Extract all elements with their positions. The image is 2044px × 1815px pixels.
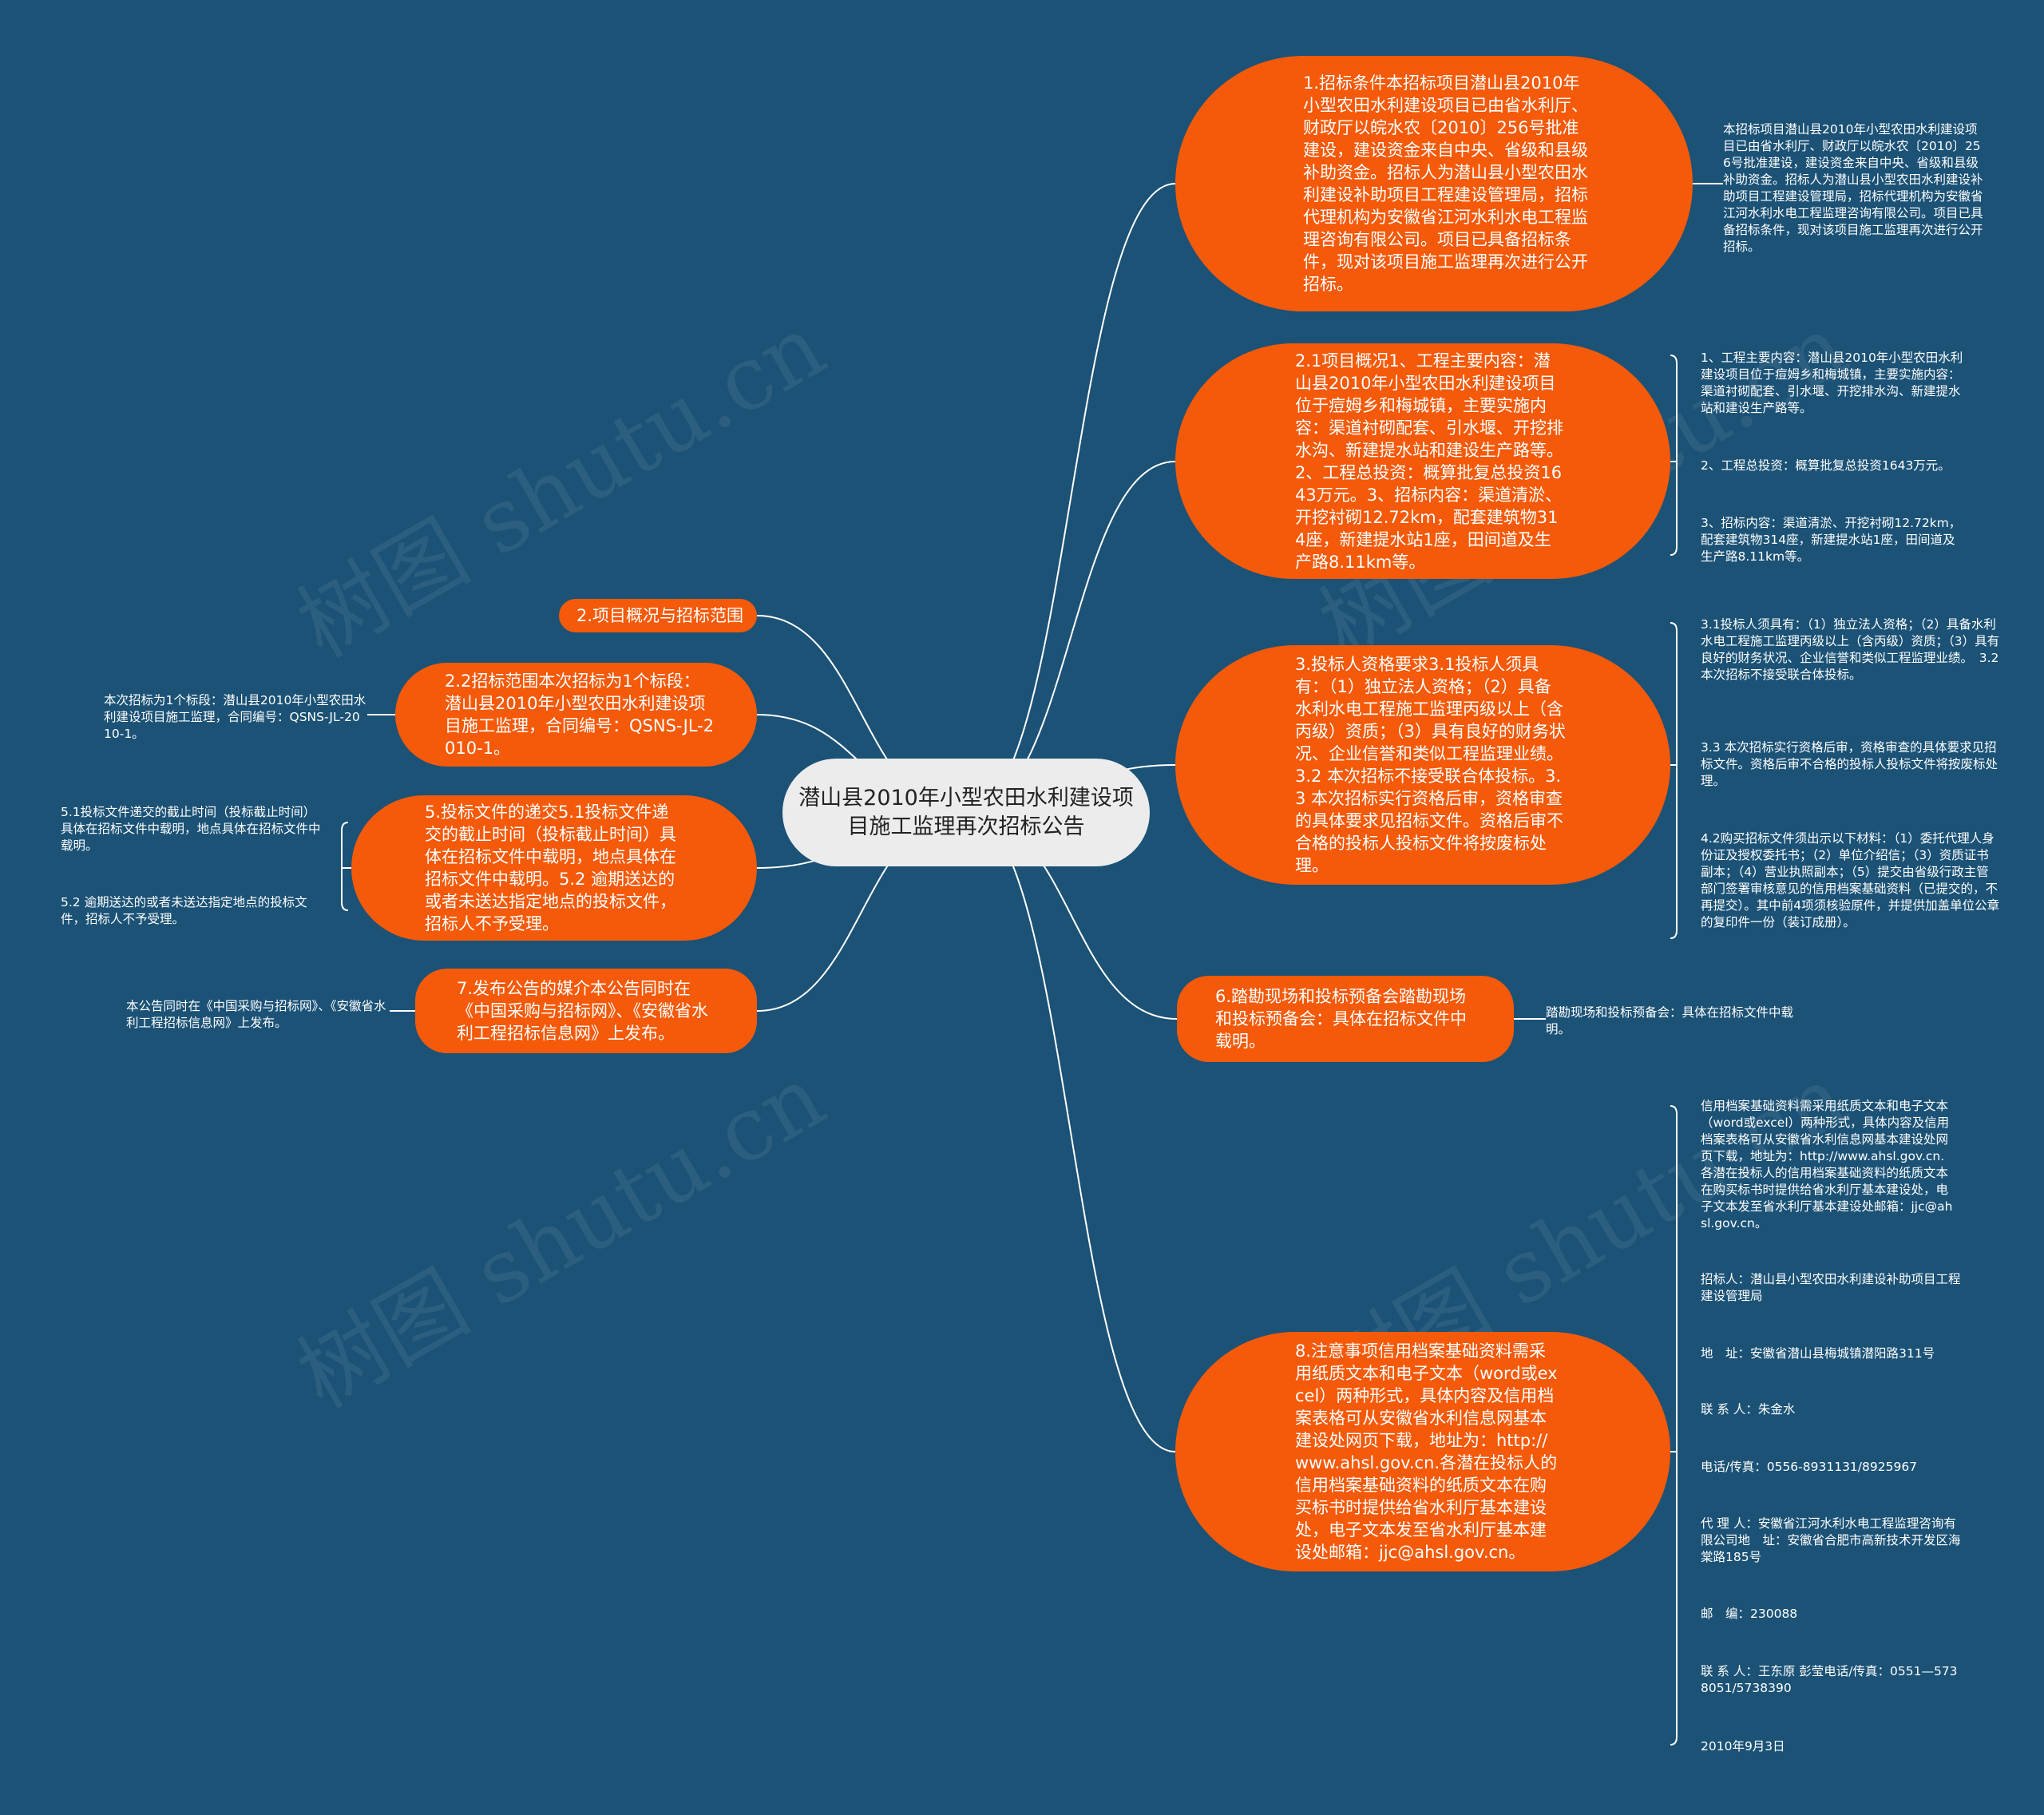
branch-project-overview[interactable]: 2.1项目概况1、工程主要内容：潜山县2010年小型农田水利建设项目位于痘姆乡和… (1175, 343, 1670, 579)
leaf-text: 1、工程主要内容：潜山县2010年小型农田水利建设项目位于痘姆乡和梅城镇，主要实… (1701, 351, 1963, 415)
leaf-text: 联 系 人：朱金水 (1701, 1402, 1796, 1417)
bracket-leaf-5 (341, 822, 349, 911)
leaf-text: 2、工程总投资：概算批复总投资1643万元。 (1701, 458, 1951, 473)
branch-tender-scope[interactable]: 2.2招标范围本次招标为1个标段：潜山县2010年小型农田水利建设项目施工监理，… (395, 663, 757, 767)
branch-submission[interactable]: 5.投标文件的递交5.1投标文件递交的截止时间（投标截止时间）具体在招标文件中载… (351, 795, 757, 941)
leaf-text: 5.2 逾期送达的或者未送达指定地点的投标文件，招标人不予受理。 (61, 895, 307, 926)
branch-qualification[interactable]: 3.投标人资格要求3.1投标人须具有：（1）独立法人资格；（2）具备水利水电工程… (1175, 645, 1670, 885)
branch-site-visit[interactable]: 6.踏勘现场和投标预备会踏勘现场和投标预备会：具体在招标文件中载明。 (1177, 976, 1514, 1062)
leaf-text: 本招标项目潜山县2010年小型农田水利建设项目已由省水利厅、财政厅以皖水农〔20… (1723, 122, 1983, 254)
link-branch-1 (965, 183, 1176, 814)
leaf-text: 4.2购买招标文件须出示以下材料：（1）委托代理人身份证及授权委托书；（2）单位… (1701, 831, 2000, 929)
leaf-text: 招标人：潜山县小型农田水利建设补助项目工程建设管理局 (1701, 1272, 1961, 1303)
leaf-text: 代 理 人：安徽省江河水利水电工程监理咨询有限公司地 址：安徽省合肥市高新技术开… (1701, 1516, 1961, 1564)
leaf-text: 联 系 人：王东原 彭莹电话/传真：0551—5738051/5738390 (1701, 1664, 1958, 1695)
bracket-leaf-8 (1670, 1105, 1678, 1746)
leaf-text: 本公告同时在《中国采购与招标网》、《安徽省水利工程招标信息网》上发布。 (126, 999, 386, 1030)
leaf-text: 2010年9月3日 (1701, 1739, 1785, 1754)
branch-overview-scope[interactable]: 2.项目概况与招标范围 (559, 599, 757, 632)
branch-notes[interactable]: 8.注意事项信用档案基础资料需采用纸质文本和电子文本（word或excel）两种… (1175, 1332, 1670, 1571)
link-branch-8 (965, 812, 1176, 1452)
leaf-text: 邮 编：230088 (1701, 1607, 1798, 1621)
leaf-text: 5.1投标文件递交的截止时间（投标截止时间）具体在招标文件中载明，地点具体在招标… (61, 805, 321, 853)
leaf-text: 踏勘现场和投标预备会：具体在招标文件中载明。 (1546, 1005, 1794, 1036)
bracket-leaf-3 (1670, 622, 1678, 939)
leaf-text: 3、招标内容：渠道清淤、开挖衬砌12.72km，配套建筑物314座，新建提水站1… (1701, 516, 1962, 564)
root-topic-label: 潜山县2010年小型农田水利建设项目施工监理再次招标公告 (798, 785, 1134, 839)
leaf-text: 本次招标为1个标段：潜山县2010年小型农田水利建设项目施工监理，合同编号：QS… (104, 693, 366, 741)
branch-media[interactable]: 7.发布公告的媒介本公告同时在《中国采购与招标网》、《安徽省水利工程招标信息网》… (415, 969, 757, 1053)
bracket-leaf-2 (1670, 355, 1678, 556)
leaf-text: 电话/传真：0556-8931131/8925967 (1701, 1460, 1918, 1474)
root-topic[interactable]: 潜山县2010年小型农田水利建设项目施工监理再次招标公告 (782, 759, 1150, 866)
branch-tender-conditions[interactable]: 1.招标条件本招标项目潜山县2010年小型农田水利建设项目已由省水利厅、财政厅以… (1175, 56, 1693, 311)
leaf-text: 地 址：安徽省潜山县梅城镇潜阳路311号 (1701, 1346, 1935, 1361)
leaf-text: 3.1投标人须具有：（1）独立法人资格；（2）具备水利水电工程施工监理丙级以上（… (1701, 617, 2000, 682)
leaf-text: 3.3 本次招标实行资格后审，资格审查的具体要求见招标文件。资格后审不合格的投标… (1701, 740, 1998, 788)
leaf-text: 信用档案基础资料需采用纸质文本和电子文本（word或excel）两种形式，具体内… (1701, 1099, 1953, 1230)
